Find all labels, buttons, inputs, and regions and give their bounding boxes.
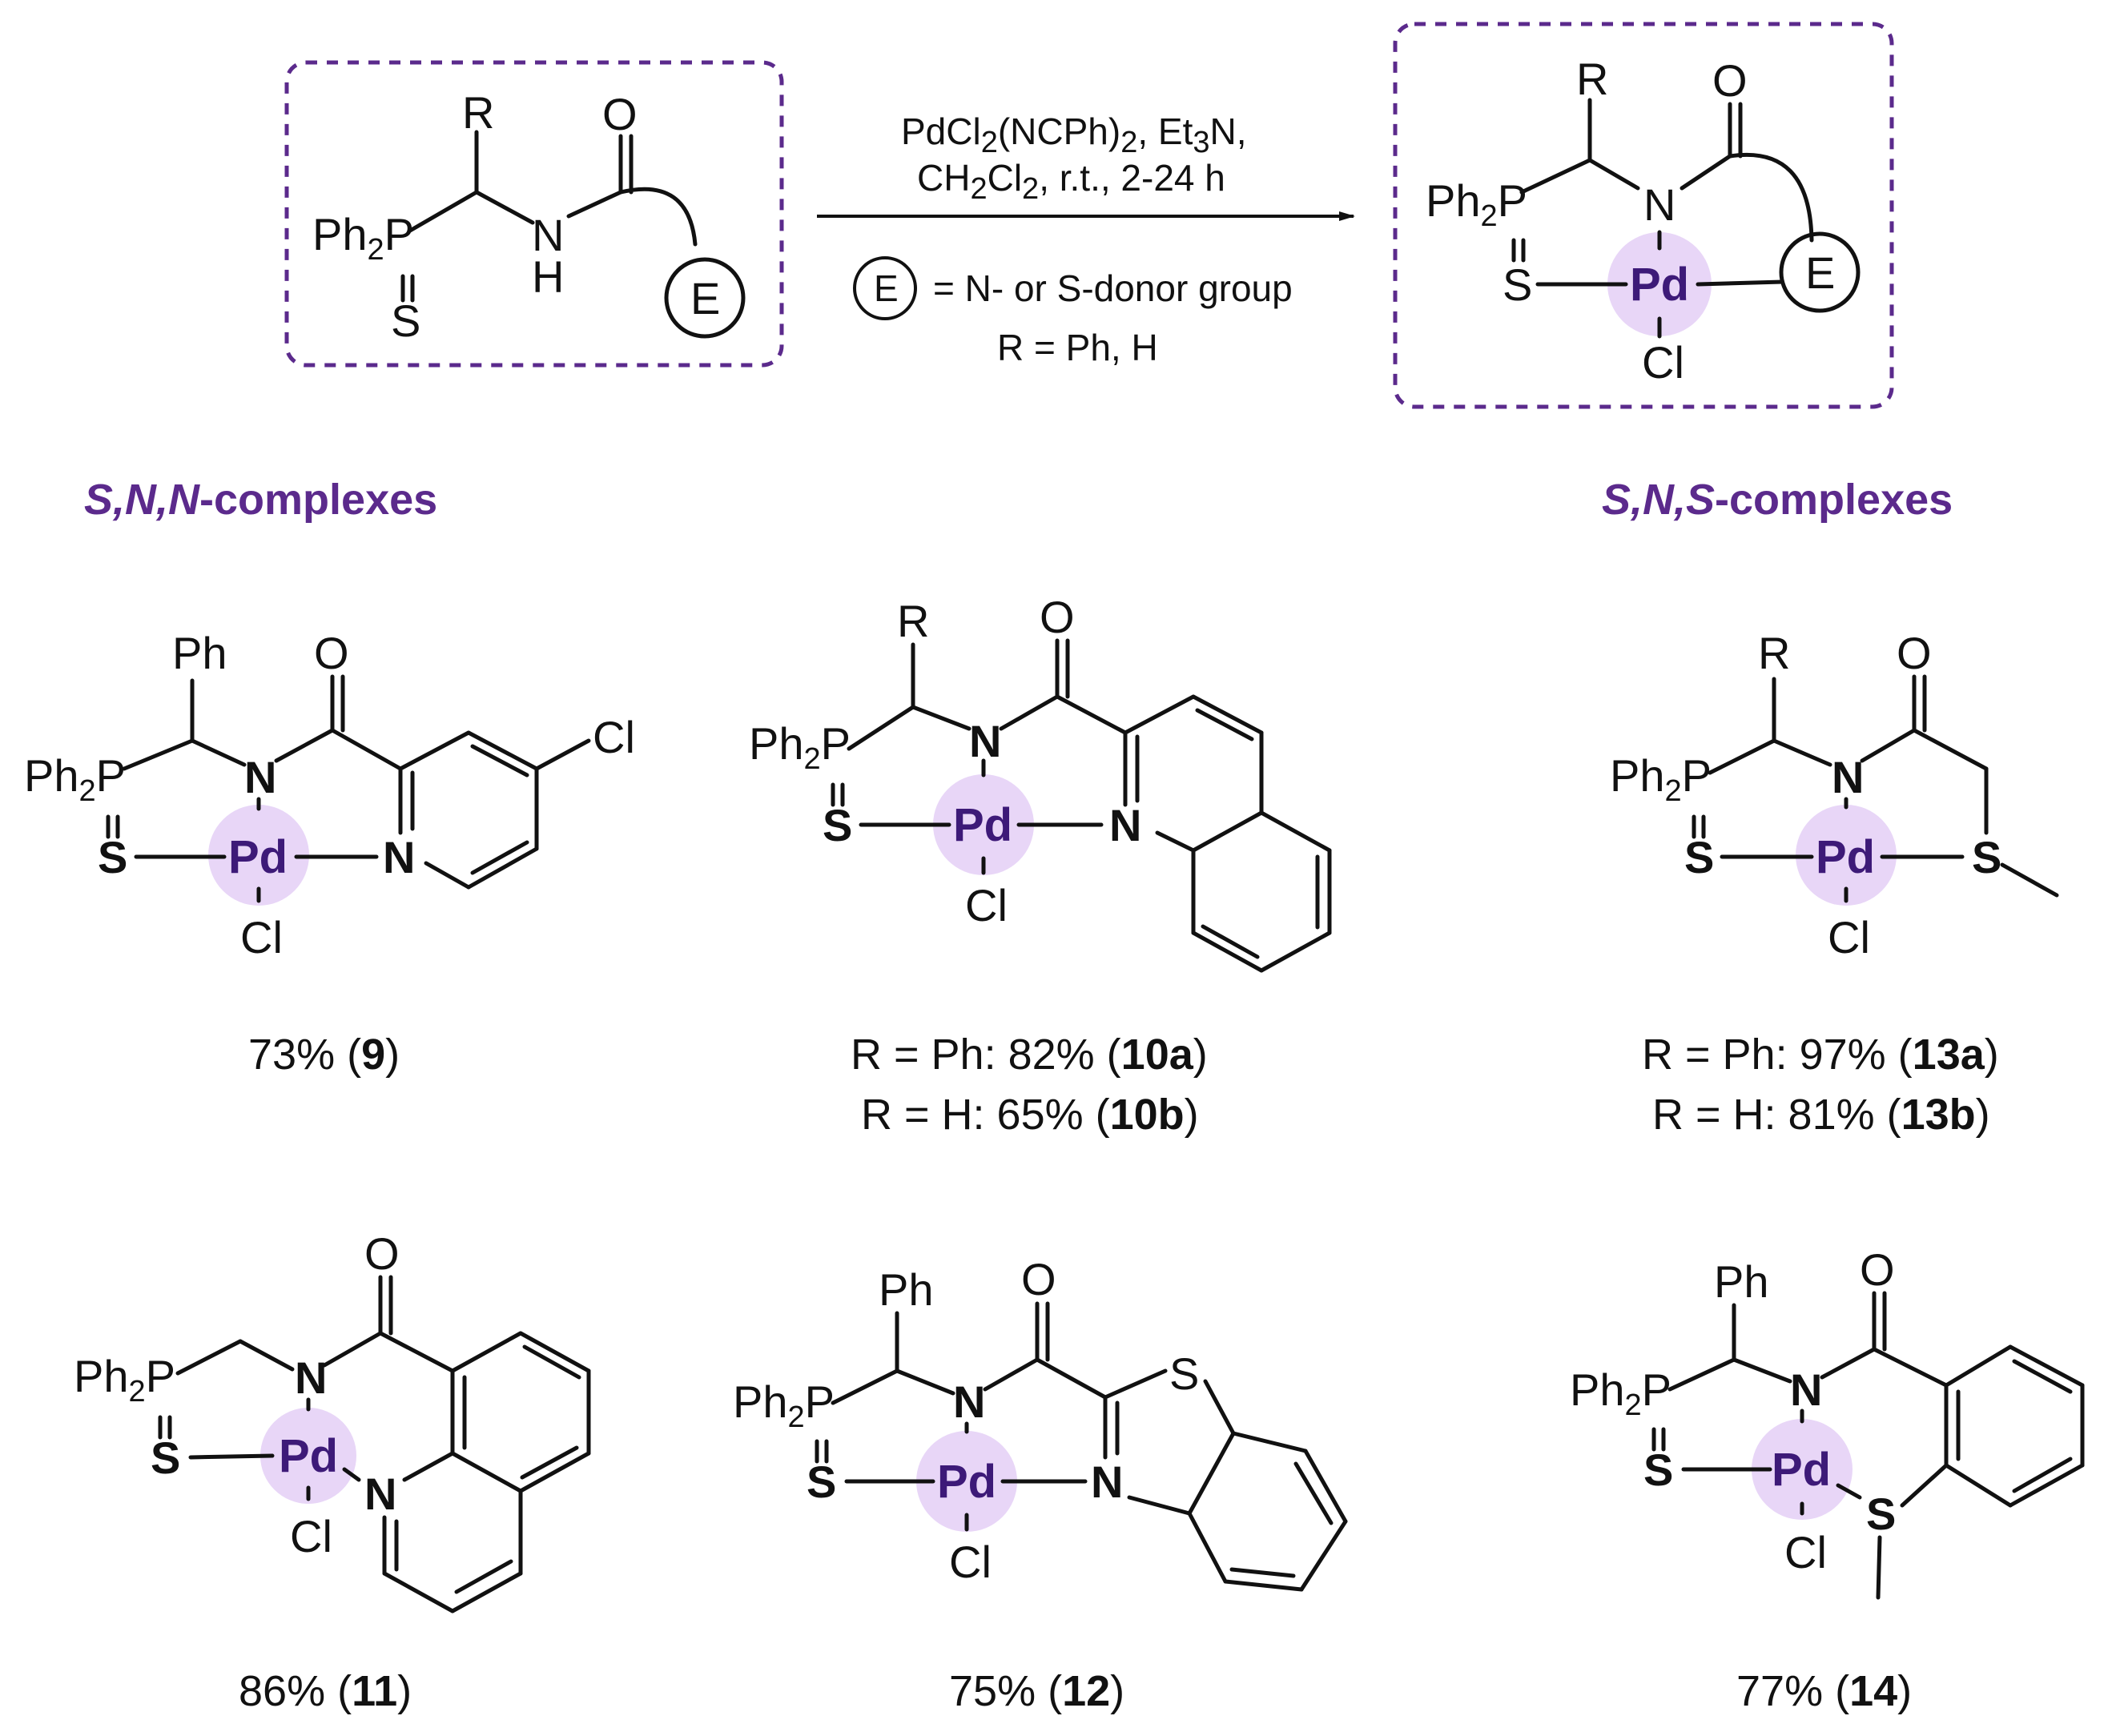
complex-12-structure: Ph2P S Ph N O Pd N S Cl: [733, 1254, 1348, 1592]
donor-e-label: E: [690, 273, 720, 323]
ph2p-label: Ph2P: [312, 209, 414, 267]
quinoline-n-label: N: [1109, 800, 1141, 850]
ring-cl-label: Cl: [593, 712, 635, 762]
r-label: R: [1576, 54, 1608, 104]
ph2p-label: Ph2P: [74, 1351, 175, 1408]
cl-label: Cl: [1642, 337, 1684, 388]
cl-label: Cl: [240, 912, 283, 962]
legend-donor-text: = N- or S-donor group: [933, 267, 1293, 309]
ph-label: Ph: [172, 628, 227, 678]
yield-12: 75% (12): [949, 1667, 1124, 1715]
r-label: R: [1758, 628, 1790, 678]
thiazole-n-label: N: [1091, 1457, 1123, 1507]
carbonyl-o-label: O: [1897, 628, 1932, 678]
ph2p-label: Ph2P: [733, 1376, 835, 1434]
ph2p-label: Ph2P: [1426, 175, 1527, 233]
snn-header: S,N,N-complexes: [84, 476, 437, 524]
quinoline-n-label: N: [364, 1469, 396, 1519]
yield-14: 77% (14): [1736, 1667, 1912, 1715]
cl-label: Cl: [1784, 1527, 1827, 1577]
pd-label: Pd: [953, 799, 1012, 851]
amide-n-label: N: [1790, 1364, 1822, 1415]
r-definition: R = Ph, H: [997, 327, 1158, 368]
thio-s-label: S: [98, 832, 127, 882]
cl-label: Cl: [290, 1511, 332, 1561]
cl-label: Cl: [1828, 912, 1870, 962]
carbonyl-o-label: O: [1040, 592, 1075, 642]
pyridine-n-label: N: [383, 832, 415, 882]
amide-n-label: N: [244, 752, 276, 802]
conditions-line-1: PdCl2(NCPh)2, Et3N,: [901, 111, 1247, 159]
carbonyl-o-label: O: [1860, 1244, 1895, 1295]
thio-s-label: S: [1684, 832, 1714, 882]
legend-e-symbol: E: [874, 267, 899, 309]
nh-h-label: H: [532, 251, 564, 302]
amide-n-label: N: [1643, 179, 1676, 230]
pd-label: Pd: [1630, 259, 1689, 311]
ph2p-label: Ph2P: [1610, 750, 1712, 808]
product-dashed-box: [1393, 22, 1894, 409]
thioether-s-label: S: [1972, 832, 2001, 882]
sns-header: S,N,S-complexes: [1602, 476, 1953, 524]
nh-n-label: N: [532, 210, 564, 260]
thiazole-s-label: S: [1169, 1348, 1199, 1399]
complex-11-structure: Ph2P S N O Pd N Cl: [74, 1228, 591, 1613]
cl-label: Cl: [965, 880, 1008, 930]
complex-9-structure: Ph2P S Ph N O Pd N Cl Cl: [24, 628, 635, 962]
ph2p-label: Ph2P: [749, 718, 851, 776]
pd-label: Pd: [937, 1456, 996, 1508]
ph2p-label: Ph2P: [24, 750, 126, 808]
carbonyl-o-label: O: [364, 1228, 400, 1279]
ligand-structure: Ph2P S R N H O E: [284, 60, 784, 368]
thio-s-label: S: [1643, 1445, 1673, 1495]
r-label: R: [462, 87, 494, 138]
thio-s-label: S: [807, 1457, 836, 1507]
yield-11: 86% (11): [239, 1667, 412, 1715]
carbonyl-o-label: O: [602, 89, 638, 139]
ligand-dashed-box: [284, 60, 784, 368]
carbonyl-o-label: O: [314, 628, 349, 678]
thio-s-label: S: [391, 295, 420, 346]
amide-n-label: N: [953, 1376, 985, 1427]
thio-s-label: S: [151, 1433, 180, 1483]
pd-label: Pd: [228, 831, 288, 883]
general-complex-structure: Ph2P S R N O Pd Cl E: [1393, 22, 1894, 409]
donor-e-label: E: [1805, 247, 1835, 298]
ph-label: Ph: [879, 1264, 934, 1315]
yield-10a: R = Ph: 82% (10a): [851, 1031, 1208, 1079]
cl-label: Cl: [949, 1537, 992, 1587]
amide-n-label: N: [295, 1352, 327, 1403]
thio-s-label: S: [1503, 259, 1532, 310]
reaction-arrow-group: PdCl2(NCPh)2, Et3N, CH2Cl2, r.t., 2-24 h…: [817, 111, 1355, 368]
carbonyl-o-label: O: [1712, 55, 1748, 106]
complex-10-structure: Ph2P S R N O Pd N Cl: [749, 592, 1332, 973]
pd-label: Pd: [279, 1430, 338, 1482]
amide-n-label: N: [1832, 752, 1864, 802]
ph-label: Ph: [1714, 1256, 1769, 1307]
yield-13a: R = Ph: 97% (13a): [1642, 1031, 1999, 1079]
complex-14-structure: Ph2P S Ph N O Pd S Cl: [1570, 1244, 2085, 1600]
complex-13-structure: Ph2P S R N O Pd S Cl: [1610, 628, 2059, 962]
yield-13b: R = H: 81% (13b): [1652, 1091, 1990, 1139]
yield-9: 73% (9): [248, 1031, 400, 1079]
yield-10b: R = H: 65% (10b): [861, 1091, 1199, 1139]
amide-n-label: N: [969, 716, 1001, 766]
r-label: R: [897, 596, 929, 646]
ph2p-label: Ph2P: [1570, 1364, 1671, 1422]
pd-label: Pd: [1772, 1444, 1831, 1496]
conditions-line-2: CH2Cl2, r.t., 2-24 h: [917, 157, 1225, 206]
pd-label: Pd: [1816, 831, 1875, 883]
carbonyl-o-label: O: [1021, 1254, 1056, 1304]
thioether-s-label: S: [1866, 1489, 1896, 1539]
thio-s-label: S: [823, 800, 852, 850]
